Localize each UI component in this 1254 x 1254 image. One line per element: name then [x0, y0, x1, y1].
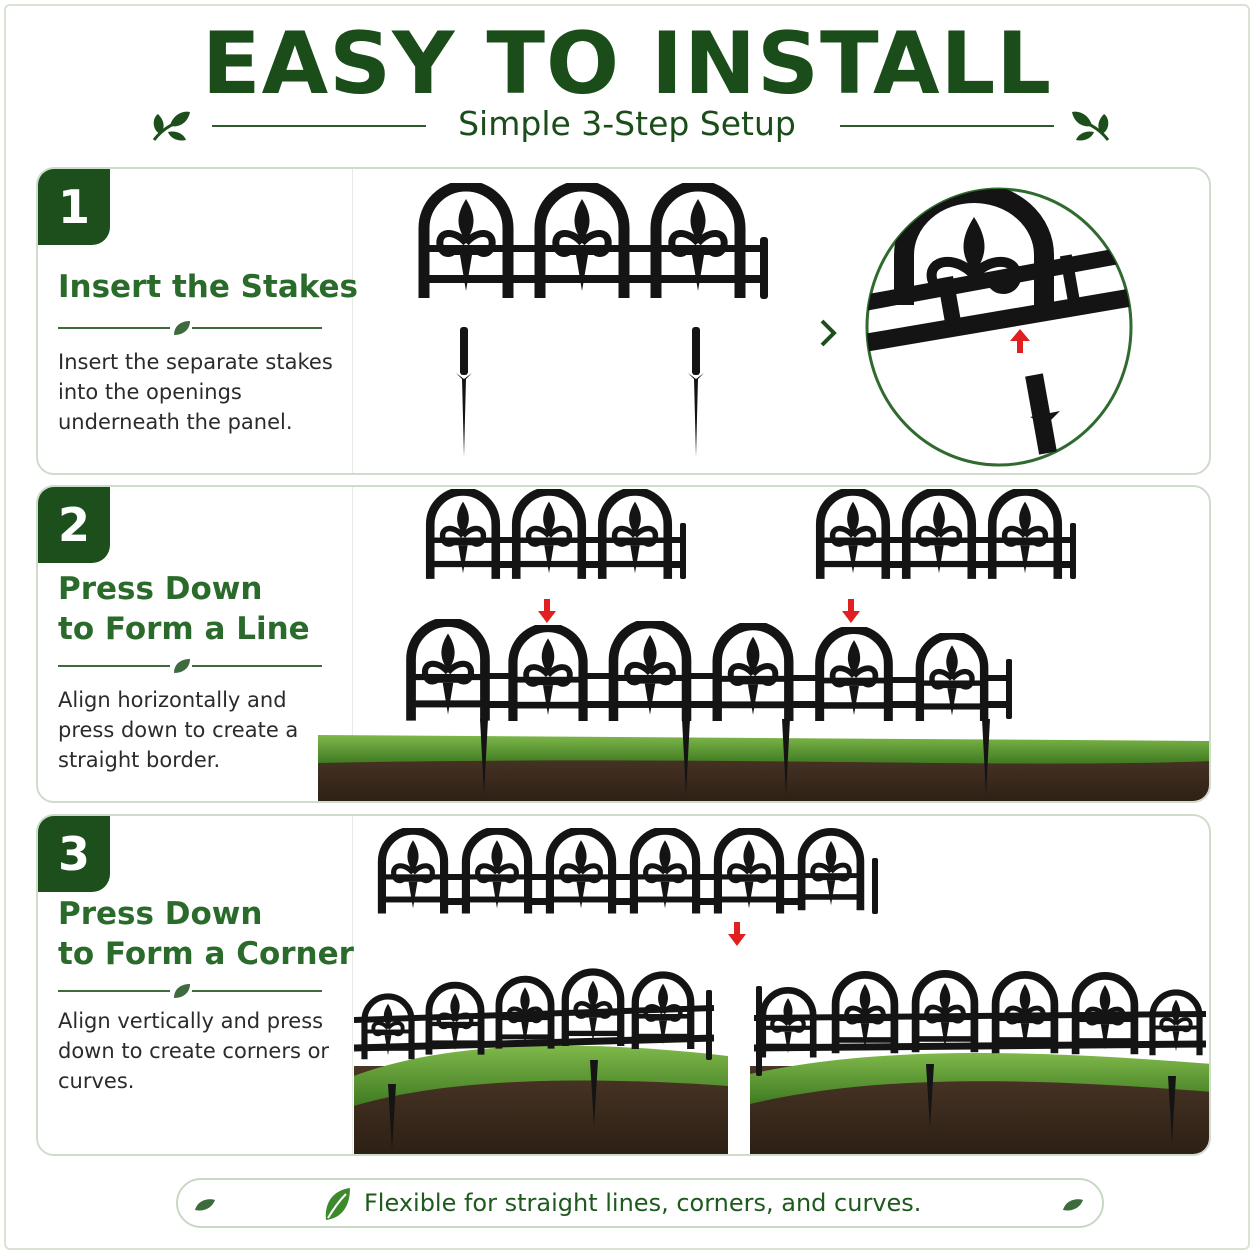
leaf-icon — [1063, 1199, 1083, 1211]
leaf-icon — [195, 1199, 215, 1211]
card-divider — [352, 487, 353, 801]
corner-fence-scene — [354, 956, 728, 1154]
zoom-detail-circle — [865, 187, 1133, 467]
leaf-pair-icon — [1068, 108, 1112, 144]
step-description: Align horizontally and press down to cre… — [58, 688, 299, 772]
step-divider — [58, 982, 322, 1000]
subtitle-rule-right — [840, 125, 1054, 127]
step-divider — [58, 319, 322, 337]
footer-banner: Flexible for straight lines, corners, an… — [176, 1178, 1104, 1228]
step-divider — [58, 657, 322, 675]
fence-panel-illustration — [416, 181, 768, 299]
step-title: Insert the Stakes — [58, 269, 359, 305]
subtitle: Simple 3-Step Setup — [458, 104, 796, 143]
card-divider — [352, 816, 353, 1154]
arrow-down-icon — [842, 599, 860, 623]
chevron-right-icon — [820, 319, 837, 347]
page-title: EASY TO INSTALL — [201, 14, 1053, 114]
fence-panel-illustration — [424, 489, 686, 579]
leaf-icon — [325, 1188, 350, 1220]
step-description: Insert the separate stakes into the open… — [58, 350, 333, 434]
card-divider — [352, 169, 353, 473]
step-number-badge: 3 — [38, 816, 110, 892]
step-description: Align vertically and press down to creat… — [58, 1009, 330, 1093]
page-border — [4, 4, 1250, 1250]
step-number-badge: 2 — [38, 487, 110, 563]
leaf-icon — [174, 659, 190, 673]
arrow-down-icon — [728, 922, 746, 946]
step-card-3: 3 Press Down to Form a Corner Align vert… — [36, 814, 1211, 1156]
fence-panel-illustration — [376, 828, 878, 914]
stake-illustration — [454, 327, 474, 457]
fence-panel-illustration — [814, 489, 1076, 579]
subtitle-rule-left — [212, 125, 426, 127]
footer-text: Flexible for straight lines, corners, an… — [364, 1189, 922, 1217]
curve-fence-scene — [750, 956, 1209, 1154]
assembled-fence-line — [404, 619, 1012, 795]
step-number-badge: 1 — [38, 169, 110, 245]
step-title: Press Down to Form a Corner — [58, 896, 354, 972]
stake-illustration — [686, 327, 706, 457]
subtitle-row: Simple 3-Step Setup — [0, 100, 1254, 150]
leaf-icon — [174, 984, 190, 998]
arrow-down-icon — [538, 599, 556, 623]
leaf-icon — [174, 321, 190, 335]
arrow-up-icon — [1010, 329, 1030, 353]
leaf-pair-icon — [150, 108, 194, 144]
step-title: Press Down to Form a Line — [58, 571, 310, 647]
step-card-2: 2 Press Down to Form a Line Align horizo… — [36, 485, 1211, 803]
step-card-1: 1 Insert the Stakes Insert the separate … — [36, 167, 1211, 475]
